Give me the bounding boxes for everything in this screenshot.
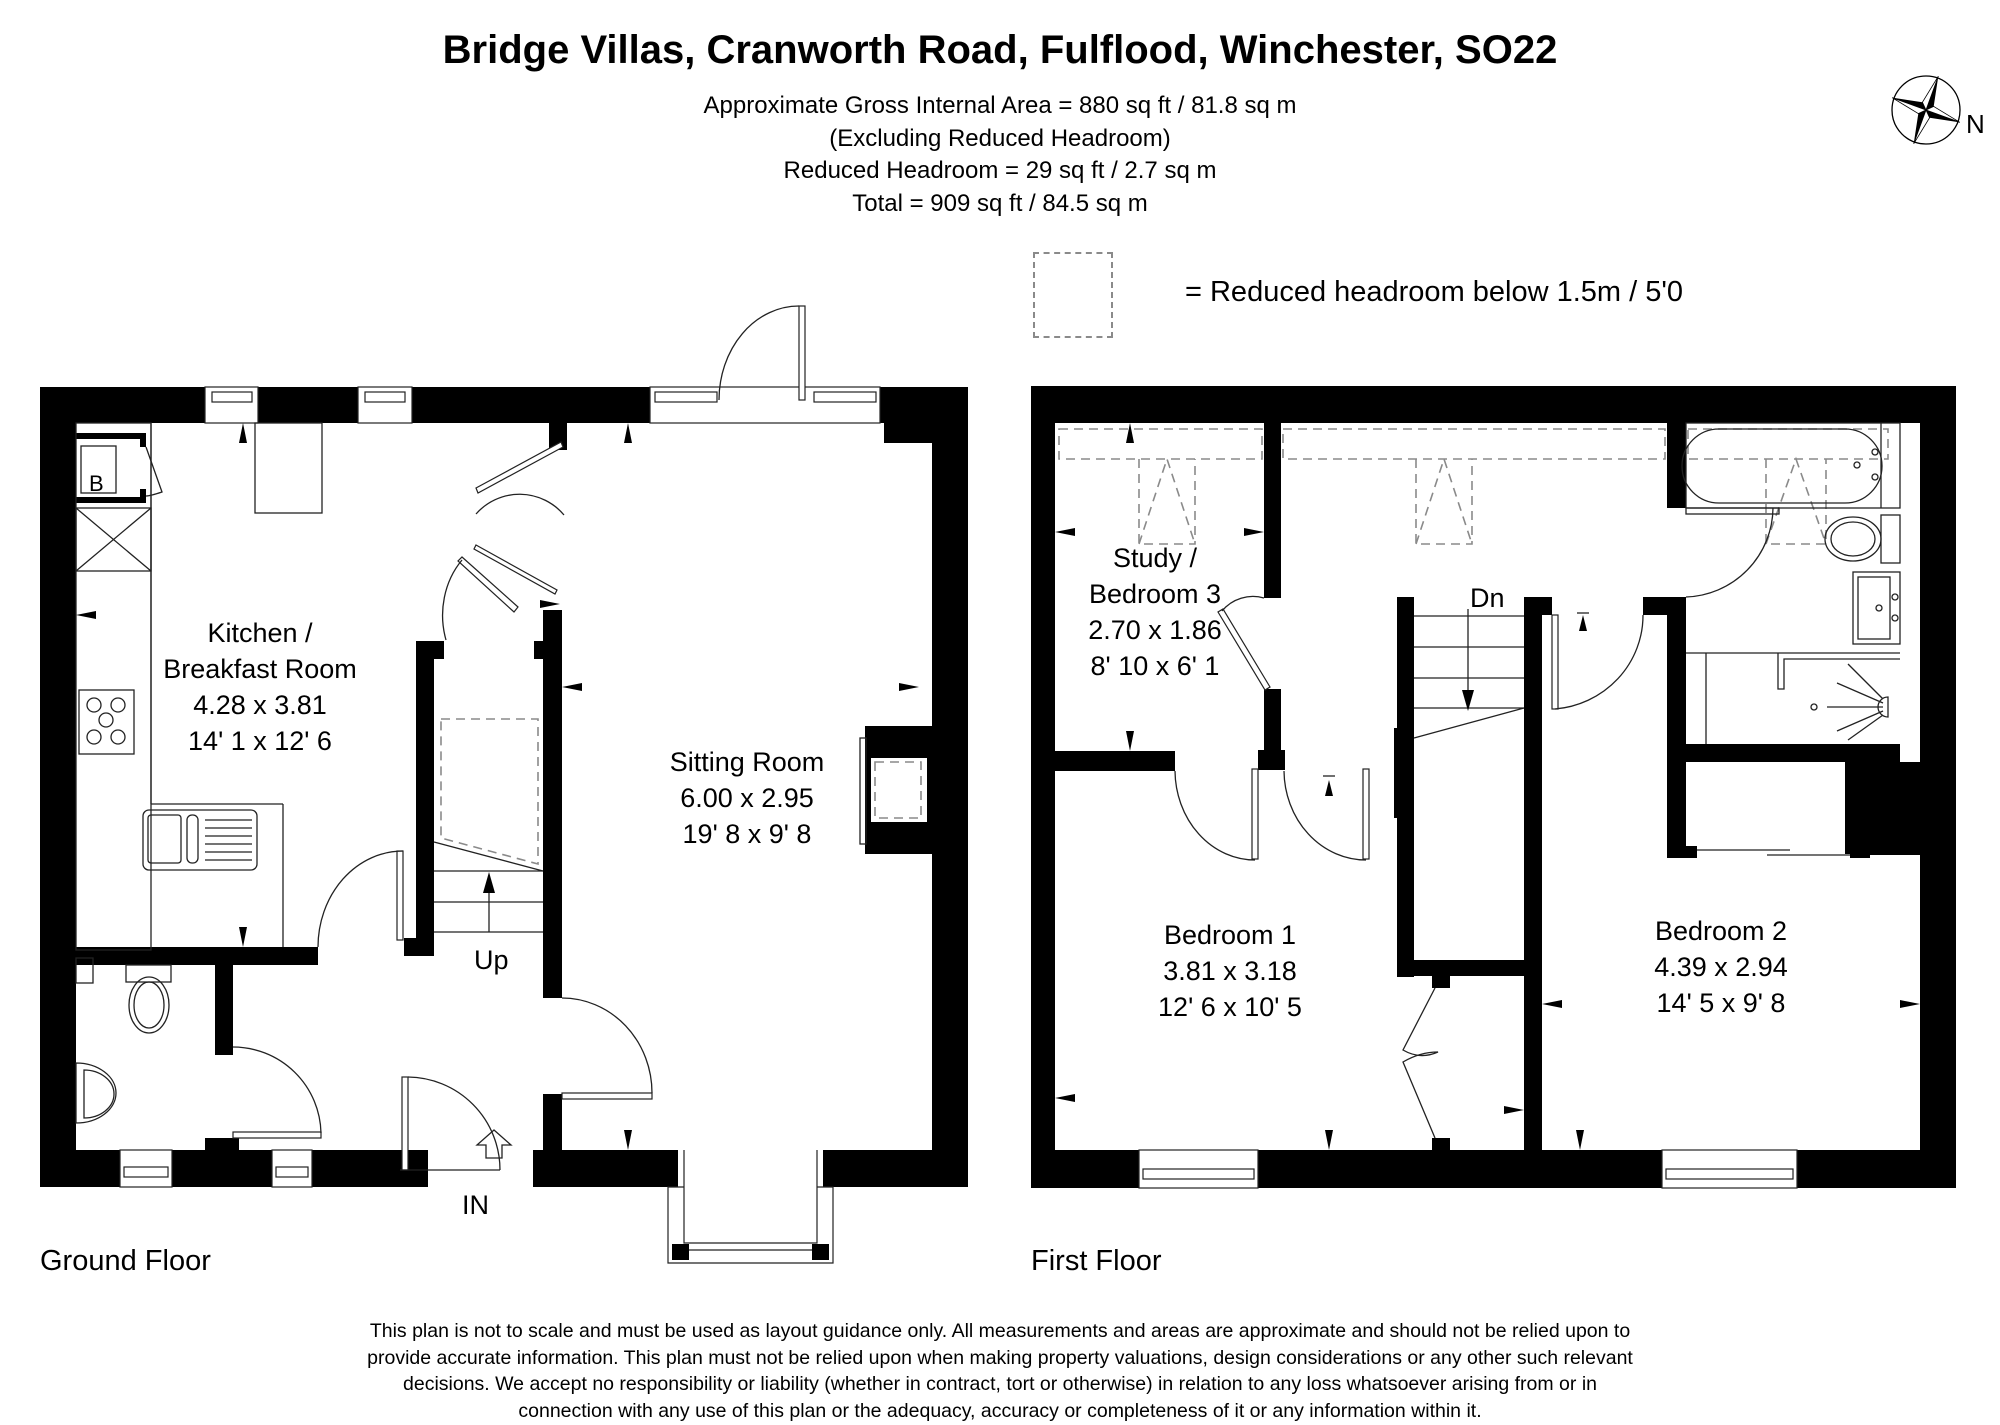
sink: [142, 809, 258, 871]
first-floor-doors: [1174, 507, 1850, 1139]
ground-floor-stairs: [433, 718, 544, 1159]
area-summary: Approximate Gross Internal Area = 880 sq…: [0, 90, 2000, 220]
total-area: Total = 909 sq ft / 84.5 sq m: [852, 189, 1148, 217]
fireplace: [859, 737, 927, 845]
fridge: [254, 422, 323, 514]
boiler: [80, 445, 117, 494]
room-label-sitting-room: Sitting Room 6.00 x 2.95 19' 8 x 9' 8: [669, 747, 825, 849]
stairs-up-label: Up: [474, 945, 509, 975]
ground-floor-walls: [40, 387, 968, 1187]
first-floor-stairs: [1413, 609, 1525, 739]
room-label-study-bedroom-3: Study / Bedroom 3 2.70 x 1.86 8' 10 x 6'…: [1088, 543, 1222, 681]
first-floor-measure-arrows: [1055, 423, 1920, 1150]
compass-rose-icon: [1891, 75, 1961, 145]
first-floor-windows: [1138, 1149, 1798, 1189]
bathroom-fittings: [1681, 422, 1901, 744]
north-label: N: [1966, 109, 1985, 139]
first-floor-label: First Floor: [1031, 1245, 1162, 1277]
appliance-cross: [75, 507, 152, 572]
ground-floor-plan: [40, 305, 968, 1264]
gross-internal-area: Approximate Gross Internal Area = 880 sq…: [703, 92, 1297, 119]
first-floor-walls: [1031, 386, 1956, 1188]
room-label-kitchen: Kitchen / Breakfast Room 4.28 x 3.81 14'…: [163, 618, 357, 756]
room-label-bedroom-1: Bedroom 1 3.81 x 3.18 12' 6 x 10' 5: [1158, 920, 1302, 1022]
first-floor-plan: [1031, 386, 1956, 1189]
reduced-headroom-legend-swatch: [1033, 252, 1113, 338]
ground-floor-windows: [119, 305, 881, 1264]
room-label-bedroom-2: Bedroom 2 4.39 x 2.94 14' 5 x 9' 8: [1654, 916, 1788, 1018]
excluding-note: (Excluding Reduced Headroom): [829, 124, 1171, 152]
reduced-headroom-areas: [1058, 428, 1889, 545]
hob: [78, 689, 135, 755]
ground-floor-label: Ground Floor: [40, 1245, 211, 1277]
property-title: Bridge Villas, Cranworth Road, Fulflood,…: [442, 28, 1558, 72]
disclaimer: This plan is not to scale and must be us…: [367, 1320, 1633, 1422]
ground-floor-measure-arrows: [76, 423, 919, 1150]
ground-floor-doors: [232, 441, 653, 1171]
wc-fittings: [75, 957, 172, 1124]
stairs-down-label: Dn: [1470, 583, 1505, 613]
kitchen-fittings: [75, 422, 323, 951]
reduced-headroom-legend-text: = Reduced headroom below 1.5m / 5'0: [1185, 276, 1684, 308]
reduced-headroom-area: Reduced Headroom = 29 sq ft / 2.7 sq m: [783, 157, 1217, 184]
boiler-label: B: [89, 471, 104, 496]
entrance-label: IN: [462, 1190, 489, 1220]
